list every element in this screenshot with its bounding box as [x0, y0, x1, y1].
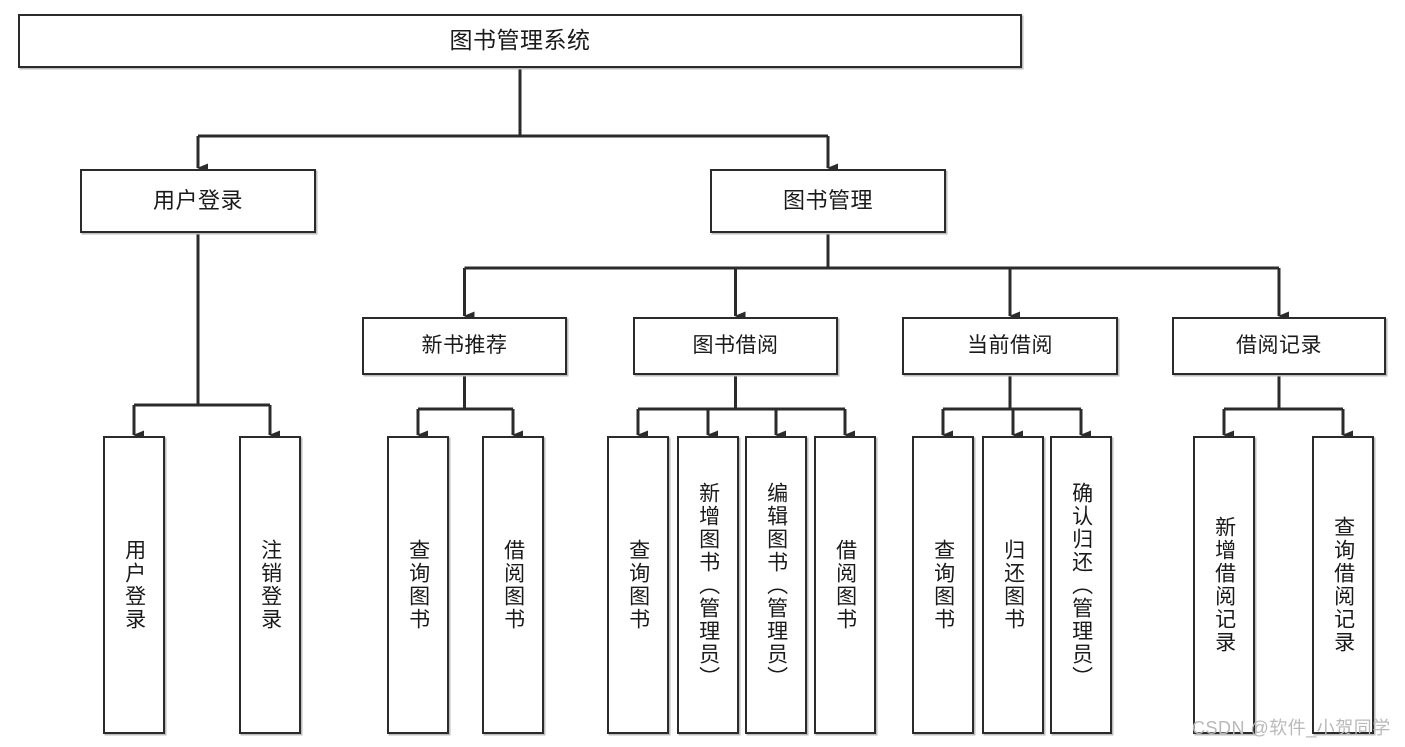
node-l3-newbook[interactable]: 新书推荐 — [362, 317, 567, 375]
node-label: 图书管理 — [782, 188, 873, 214]
node-l2-login[interactable]: 用户登录 — [80, 169, 316, 233]
node-label: 归还图书 — [1001, 539, 1025, 631]
node-label: 新增借阅记录 — [1212, 516, 1236, 654]
node-leaf-3[interactable]: 查询图书 — [387, 436, 449, 734]
node-label: 图书借阅 — [692, 333, 779, 357]
node-leaf-9[interactable]: 查询图书 — [912, 436, 974, 734]
node-label: 当前借阅 — [967, 333, 1053, 357]
node-label: 编辑图书（管理员） — [764, 481, 788, 689]
node-label: 查询借阅记录 — [1331, 516, 1355, 654]
node-label: 查询图书 — [626, 539, 650, 631]
node-label: 图书管理系统 — [449, 27, 591, 54]
node-label: 新增图书（管理员） — [696, 481, 720, 689]
node-l2-bookmgmt[interactable]: 图书管理 — [710, 169, 946, 233]
node-root[interactable]: 图书管理系统 — [18, 14, 1022, 68]
node-leaf-11[interactable]: 确认归还（管理员） — [1050, 436, 1112, 734]
node-leaf-2[interactable]: 注销登录 — [239, 436, 301, 734]
node-leaf-8[interactable]: 借阅图书 — [814, 436, 876, 734]
node-leaf-13[interactable]: 查询借阅记录 — [1312, 436, 1374, 734]
node-leaf-1[interactable]: 用户登录 — [103, 436, 165, 734]
node-label: 查询图书 — [931, 539, 955, 631]
node-l3-record[interactable]: 借阅记录 — [1172, 317, 1386, 375]
node-label: 注销登录 — [258, 539, 282, 631]
node-l3-borrow[interactable]: 图书借阅 — [633, 317, 838, 375]
node-label: 新书推荐 — [421, 333, 508, 357]
node-leaf-4[interactable]: 借阅图书 — [482, 436, 544, 734]
node-label: 确认归还（管理员） — [1069, 481, 1093, 689]
node-leaf-7[interactable]: 编辑图书（管理员） — [745, 436, 807, 734]
node-leaf-5[interactable]: 查询图书 — [607, 436, 669, 734]
node-leaf-10[interactable]: 归还图书 — [982, 436, 1044, 734]
node-leaf-6[interactable]: 新增图书（管理员） — [677, 436, 739, 734]
node-leaf-12[interactable]: 新增借阅记录 — [1193, 436, 1255, 734]
node-label: 查询图书 — [406, 539, 430, 631]
node-label: 借阅图书 — [501, 539, 525, 631]
node-label: 借阅记录 — [1236, 333, 1322, 357]
node-label: 用户登录 — [152, 188, 243, 214]
csdn-watermark: CSDN @软件_小贺同学 — [1192, 718, 1391, 738]
node-l3-current[interactable]: 当前借阅 — [902, 317, 1118, 375]
edge-layer — [132, 68, 1353, 440]
node-label: 借阅图书 — [833, 539, 857, 631]
node-label: 用户登录 — [122, 539, 146, 631]
